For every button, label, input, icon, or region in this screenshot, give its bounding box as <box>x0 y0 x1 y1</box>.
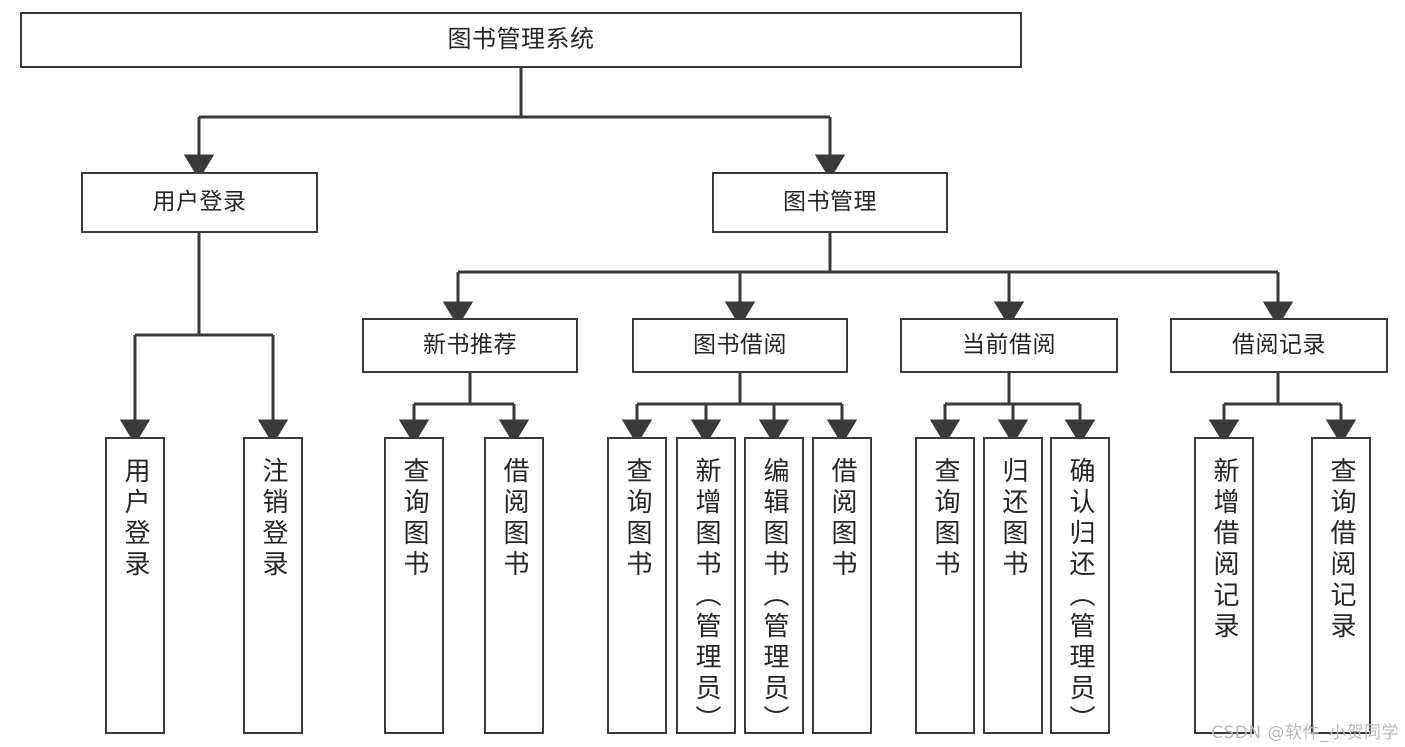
leaf-add-book-admin[interactable]: 新增图书（管理员） <box>676 437 736 736</box>
node-label: 新增借阅记录 <box>1209 457 1239 643</box>
node-root-library-system[interactable]: 图书管理系统 <box>20 12 1022 68</box>
leaf-borrow-book-new[interactable]: 借阅图书 <box>484 437 544 734</box>
node-label: 图书管理 <box>783 189 877 216</box>
node-label: 查询图书 <box>399 457 429 581</box>
node-label: 图书管理系统 <box>447 25 595 54</box>
node-label: 查询借阅记录 <box>1326 457 1356 643</box>
node-borrowing-records[interactable]: 借阅记录 <box>1170 318 1388 373</box>
node-label: 新书推荐 <box>423 332 517 359</box>
node-label: 借阅记录 <box>1232 332 1326 359</box>
leaf-edit-book-admin[interactable]: 编辑图书（管理员） <box>744 437 804 736</box>
leaf-query-book-current[interactable]: 查询图书 <box>915 437 975 734</box>
node-label: 确认归还（管理员） <box>1065 457 1095 736</box>
node-label: 用户登录 <box>152 189 247 216</box>
node-label: 注销登录 <box>258 457 288 581</box>
node-label: 编辑图书（管理员） <box>759 457 789 736</box>
leaf-return-book[interactable]: 归还图书 <box>983 437 1043 734</box>
leaf-user-login[interactable]: 用户登录 <box>105 437 165 734</box>
leaf-borrow-book[interactable]: 借阅图书 <box>812 437 872 734</box>
leaf-query-book-borrow[interactable]: 查询图书 <box>607 437 667 734</box>
node-label: 新增图书（管理员） <box>691 457 721 736</box>
node-label: 借阅图书 <box>499 457 529 581</box>
node-label: 归还图书 <box>998 457 1028 581</box>
node-label: 借阅图书 <box>827 457 857 581</box>
node-book-management[interactable]: 图书管理 <box>712 172 948 233</box>
node-label: 当前借阅 <box>962 332 1056 359</box>
node-new-book-recommendation[interactable]: 新书推荐 <box>362 318 578 373</box>
leaf-logout[interactable]: 注销登录 <box>243 437 303 734</box>
node-user-login[interactable]: 用户登录 <box>81 172 318 233</box>
csdn-watermark: CSDN @软件_小贺同学 <box>1211 723 1399 743</box>
leaf-confirm-return-admin[interactable]: 确认归还（管理员） <box>1050 437 1110 736</box>
leaf-query-book-new[interactable]: 查询图书 <box>384 437 444 734</box>
leaf-add-borrow-record[interactable]: 新增借阅记录 <box>1194 437 1254 734</box>
leaf-query-borrow-record[interactable]: 查询借阅记录 <box>1311 437 1371 734</box>
node-label: 查询图书 <box>930 457 960 581</box>
node-label: 用户登录 <box>120 457 150 581</box>
node-current-borrowing[interactable]: 当前借阅 <box>900 318 1118 373</box>
node-label: 查询图书 <box>622 457 652 581</box>
node-book-borrowing[interactable]: 图书借阅 <box>632 318 848 373</box>
node-label: 图书借阅 <box>693 332 787 359</box>
